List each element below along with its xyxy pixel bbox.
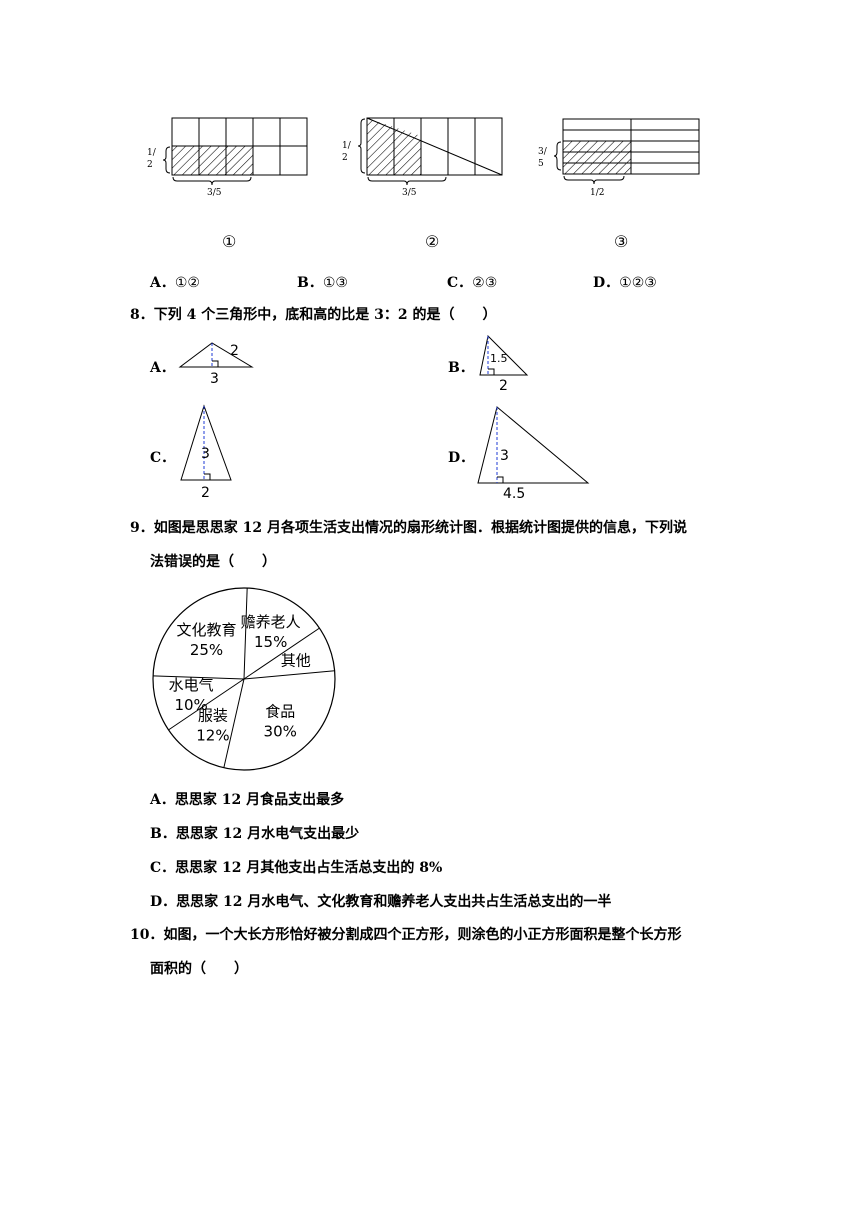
q7-option-d[interactable]: D．①②③: [593, 272, 657, 292]
pie-slice-boundary: [223, 678, 245, 768]
pie-slice-boundary: [243, 588, 248, 680]
pie-slice-value: 25%: [190, 641, 223, 659]
pie-slice-label: 食品: [265, 702, 295, 720]
q8-stem: 8．下列 4 个三角形中，底和高的比是 3：2 的是（ ）: [130, 307, 497, 323]
option-label: C．: [447, 275, 473, 291]
q7-fig1-left-fraction: 1/2: [147, 148, 156, 170]
pie-slice-label: 赡养老人: [241, 613, 301, 631]
pie-slice-label: 其他: [281, 652, 311, 670]
q9-option-d[interactable]: D．思思家 12 月水电气、文化教育和赡养老人支出共占生活总支出的一半: [150, 894, 612, 910]
q9-option-b[interactable]: B．思思家 12 月水电气支出最少: [150, 826, 360, 842]
q8-triangle-d[interactable]: 3 4.5: [470, 400, 595, 500]
q7-fig3-left-fraction: 3/5: [538, 147, 547, 169]
q8-option-b-label[interactable]: B．: [448, 360, 474, 376]
q7-option-a[interactable]: A．①②: [150, 272, 200, 292]
triangle-b-height: 1.5: [490, 352, 508, 365]
q7-option-b[interactable]: B．①③: [297, 272, 348, 292]
triangle-a-height: 2: [230, 343, 239, 359]
q8-triangle-b[interactable]: 1.5 2: [475, 330, 535, 395]
option-text: ②③: [472, 275, 498, 291]
triangle-c-height: 3: [201, 446, 210, 462]
option-label: B．: [297, 275, 323, 291]
q10-stem-line2: 面积的（ ）: [150, 961, 248, 977]
triangle-c-base: 2: [201, 485, 210, 500]
pie-slice-value: 15%: [254, 633, 287, 651]
q8-option-a-label[interactable]: A．: [150, 360, 175, 376]
triangle-b-base: 2: [499, 378, 508, 394]
triangle-d-base: 4.5: [503, 486, 525, 500]
q9-stem-line1: 9．如图是思思家 12 月各项生活支出情况的扇形统计图．根据统计图提供的信息，下…: [130, 520, 687, 536]
q8-option-c-label[interactable]: C．: [150, 450, 176, 466]
pie-slice-boundary: [153, 675, 245, 680]
q7-option-c[interactable]: C．②③: [447, 272, 497, 292]
pie-slice-boundary: [243, 627, 320, 680]
triangle-d-height: 3: [500, 448, 509, 464]
q7-fig3-number: ③: [614, 232, 629, 251]
option-label: A．: [150, 275, 175, 291]
pie-slice-value: 12%: [196, 726, 229, 744]
option-text: ①③: [322, 275, 348, 291]
q7-figure-1: 1/2 3/5: [145, 110, 315, 250]
q7-figure-2: 1/2 3/5: [340, 110, 510, 250]
pie-slice-boundary: [168, 678, 245, 731]
pie-slice-label: 水电气: [169, 676, 214, 694]
q7-figure-3: 3/5 1/2: [535, 110, 705, 250]
pie-slice-value: 30%: [264, 722, 297, 740]
pie-slice-boundary: [243, 670, 335, 680]
q7-fig3-bottom-fraction: 1/2: [590, 188, 605, 198]
q7-fig2-number: ②: [425, 232, 440, 251]
pie-slice-label: 文化教育: [176, 621, 236, 639]
q7-fig1-bottom-fraction: 3/5: [207, 188, 222, 198]
q8-triangle-a[interactable]: 2 3: [175, 335, 265, 390]
q9-option-a[interactable]: A．思思家 12 月食品支出最多: [150, 792, 345, 808]
q9-stem-line2: 法错误的是（ ）: [150, 554, 276, 570]
pie-slice-value: 10%: [174, 696, 207, 714]
q7-fig2-left-fraction: 1/2: [342, 141, 351, 163]
q8-triangle-c[interactable]: 3 2: [175, 400, 240, 500]
q8-option-d-label[interactable]: D．: [448, 450, 475, 466]
option-text: ①②: [174, 275, 200, 291]
option-text: ①②③: [619, 275, 657, 291]
pie-slice-label: 服装: [198, 706, 228, 724]
q7-fig1-number: ①: [222, 232, 237, 251]
option-label: D．: [593, 275, 620, 291]
q7-fig2-bottom-fraction: 3/5: [402, 188, 417, 198]
q10-stem-line1: 10．如图，一个大长方形恰好被分割成四个正方形，则涂色的小正方形面积是整个长方形: [130, 927, 682, 943]
q9-option-c[interactable]: C．思思家 12 月其他支出占生活总支出的 8%: [150, 860, 443, 876]
triangle-a-base: 3: [210, 371, 219, 387]
